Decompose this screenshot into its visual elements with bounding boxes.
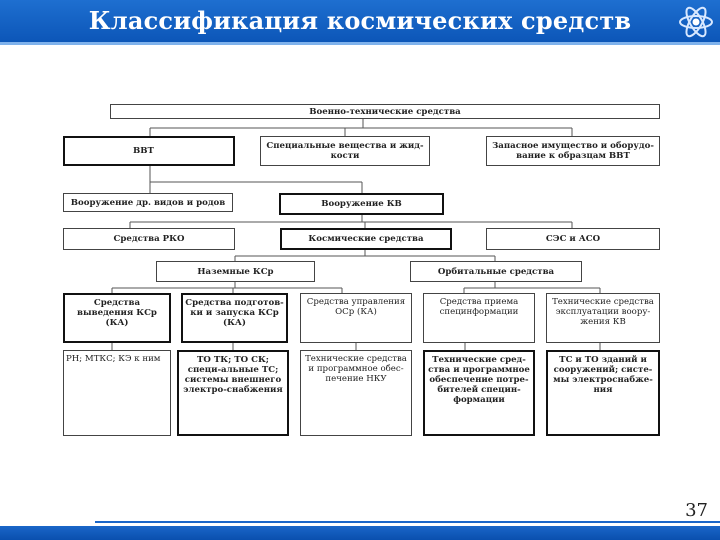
node-kv-armament: Вооружение КВ	[279, 193, 444, 215]
node-reception-means: Средства приема специнформации	[423, 293, 535, 343]
node-nku-software: Технические средства и программное обес-…	[300, 350, 412, 436]
node-exploitation-means: Технические средства эксплуатации воору-…	[546, 293, 660, 343]
node-orbital: Орбитальные средства	[410, 261, 582, 282]
node-prep-launch: Средства подготов-ки и запуска КСр (КА)	[181, 293, 288, 343]
header-underline	[0, 42, 720, 45]
node-buildings: ТС и ТО зданий и сооружений; систе-мы эл…	[546, 350, 660, 436]
node-spare-property: Запасное имущество и оборудо-вание к обр…	[486, 136, 660, 166]
node-rn-mtks: РН; МТКС; КЭ к ним	[63, 350, 171, 436]
node-other-armament: Вооружение др. видов и родов	[63, 193, 233, 212]
node-control-means: Средства управления ОСр (КА)	[300, 293, 412, 343]
atom-icon	[679, 6, 713, 38]
footer-bar	[0, 526, 720, 540]
node-ses-aso: СЭС и АСО	[486, 228, 660, 250]
root-node: Военно-технические средства	[110, 104, 660, 119]
node-consumer-software: Технические сред-ства и программное обес…	[423, 350, 535, 436]
node-ground-ksr: Наземные КСр	[156, 261, 315, 282]
node-space-means: Космические средства	[280, 228, 452, 250]
footer-line	[95, 521, 720, 523]
page-number: 37	[685, 500, 708, 521]
node-launch-means: Средства выведения КСр (КА)	[63, 293, 171, 343]
slide-title: Классификация космических средств	[88, 6, 632, 35]
node-special-substances: Специальные вещества и жид-кости	[260, 136, 430, 166]
header-bar	[0, 0, 720, 42]
node-vvt: ВВТ	[63, 136, 235, 166]
node-to-tk: ТО ТК; ТО СК; специ-альные ТС; системы в…	[177, 350, 289, 436]
node-rko: Средства РКО	[63, 228, 235, 250]
